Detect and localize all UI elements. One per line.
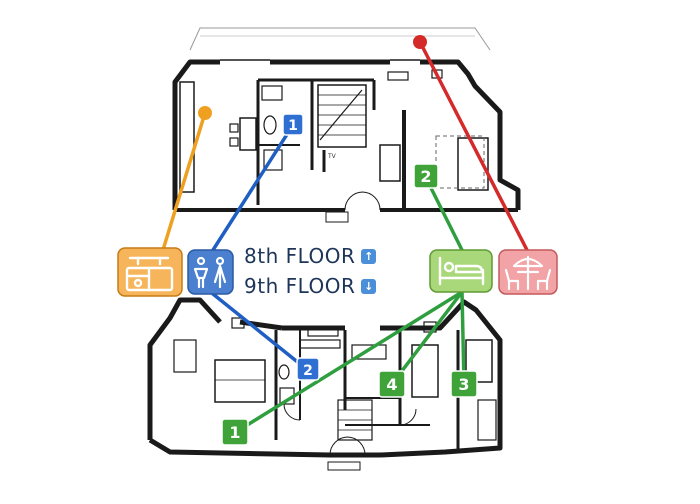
kitchen-connector-line [161, 111, 207, 252]
floor-9-plan [147, 297, 503, 471]
dining-location-dot [413, 35, 427, 49]
floor-8-text: 8th FLOOR [244, 244, 356, 268]
floor-9-label: 9th FLOOR ↓ [244, 274, 377, 298]
bedroom-connector-line-9-4 [390, 290, 464, 386]
marker-label: 2 [303, 363, 313, 379]
svg-text:TV: TV [327, 153, 337, 160]
dining-connector-line [418, 40, 529, 252]
bathroom-icon [187, 249, 234, 295]
room-markers: 1 2 2 1 4 3 [221, 113, 478, 446]
bedroom-icon [429, 249, 493, 293]
bedroom-connector-line-9-1 [234, 290, 464, 434]
kitchen-location-dot [198, 106, 212, 120]
arrow-down-icon: ↓ [361, 278, 377, 294]
kitchen-icon [117, 247, 183, 297]
marker-label: 2 [420, 167, 431, 186]
bedroom-connector-line-9-3 [460, 290, 466, 386]
bedroom-marker-8: 2 [413, 163, 439, 189]
marker-label: 4 [386, 375, 397, 394]
bathroom-connector-line-9 [211, 292, 307, 370]
floor-8-label: 8th FLOOR ↑ [244, 244, 377, 268]
bedroom-marker-9-4: 4 [378, 370, 406, 398]
marker-label: 3 [458, 375, 469, 394]
connector-lines [161, 35, 529, 434]
bedroom-marker-9-1: 1 [221, 418, 249, 446]
marker-label: 1 [288, 118, 298, 134]
bedroom-connector-line-8 [424, 176, 464, 252]
floor-8-plan: TV [172, 27, 521, 223]
bathroom-marker-8: 1 [282, 113, 304, 136]
floor-9-text: 9th FLOOR [244, 274, 356, 298]
bathroom-marker-9: 2 [296, 357, 320, 381]
bathroom-connector-line-8 [211, 123, 295, 252]
arrow-up-icon: ↑ [361, 248, 377, 264]
dining-icon [498, 249, 558, 295]
bedroom-marker-9-3: 3 [450, 370, 478, 398]
marker-label: 1 [229, 423, 240, 442]
